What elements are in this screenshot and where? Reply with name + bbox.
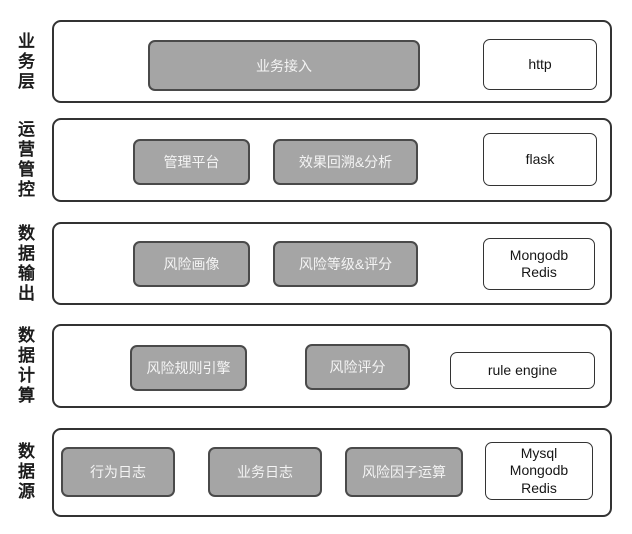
component-risk-level-score: 风险等级&评分	[273, 241, 418, 287]
component-business-access: 业务接入	[148, 40, 420, 91]
tech-box-flask: flask	[483, 133, 597, 186]
layer-label-operations: 运营管控	[15, 120, 34, 200]
layer-label-data-compute: 数据计算	[15, 326, 34, 406]
tech-box-rule-engine: rule engine	[450, 352, 595, 389]
layer-label-business: 业务层	[15, 32, 34, 92]
component-effect-analysis: 效果回溯&分析	[273, 139, 418, 185]
component-risk-profile: 风险画像	[133, 241, 250, 287]
component-risk-rule-engine: 风险规则引擎	[130, 345, 247, 391]
layer-label-data-source: 数据源	[15, 442, 34, 502]
component-risk-factor-compute: 风险因子运算	[345, 447, 463, 497]
layer-label-data-output: 数据输出	[15, 224, 34, 304]
component-risk-scoring: 风险评分	[305, 344, 410, 390]
component-behavior-log: 行为日志	[61, 447, 175, 497]
tech-box-mongodb-redis: Mongodb Redis	[483, 238, 595, 290]
tech-box-http: http	[483, 39, 597, 90]
component-management-platform: 管理平台	[133, 139, 250, 185]
component-business-log: 业务日志	[208, 447, 322, 497]
tech-box-mysql-mongodb-redis: Mysql Mongodb Redis	[485, 442, 593, 500]
